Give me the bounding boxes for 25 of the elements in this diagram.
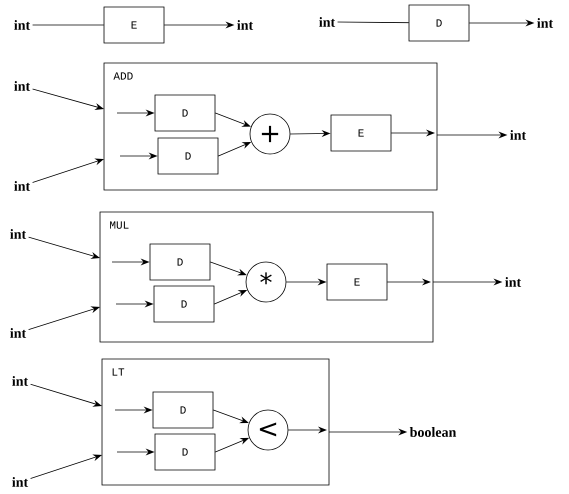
block-box: E xyxy=(330,114,392,152)
type-label: int xyxy=(319,17,336,27)
block-box: E xyxy=(326,264,388,300)
block-box: D xyxy=(154,434,216,470)
block-box: D xyxy=(150,244,210,280)
line xyxy=(337,22,409,24)
type-label: int xyxy=(14,81,30,91)
block-box: D xyxy=(152,392,214,428)
type-label: int xyxy=(10,229,26,239)
type-label: int xyxy=(12,376,28,386)
type-label: int xyxy=(510,130,526,140)
type-label: int xyxy=(14,20,30,30)
type-label: int xyxy=(10,328,26,338)
block-box: D xyxy=(154,94,216,132)
block-box: D xyxy=(408,4,470,42)
line xyxy=(32,24,104,26)
type-label: boolean xyxy=(410,427,456,437)
block-box: E xyxy=(104,6,164,44)
type-label: int xyxy=(14,181,30,191)
block-box: D xyxy=(154,286,214,322)
type-label: int xyxy=(537,18,554,28)
block-box: D xyxy=(158,138,218,174)
type-label: int xyxy=(505,277,522,287)
type-label: int xyxy=(12,477,28,487)
type-label: int xyxy=(237,20,254,30)
